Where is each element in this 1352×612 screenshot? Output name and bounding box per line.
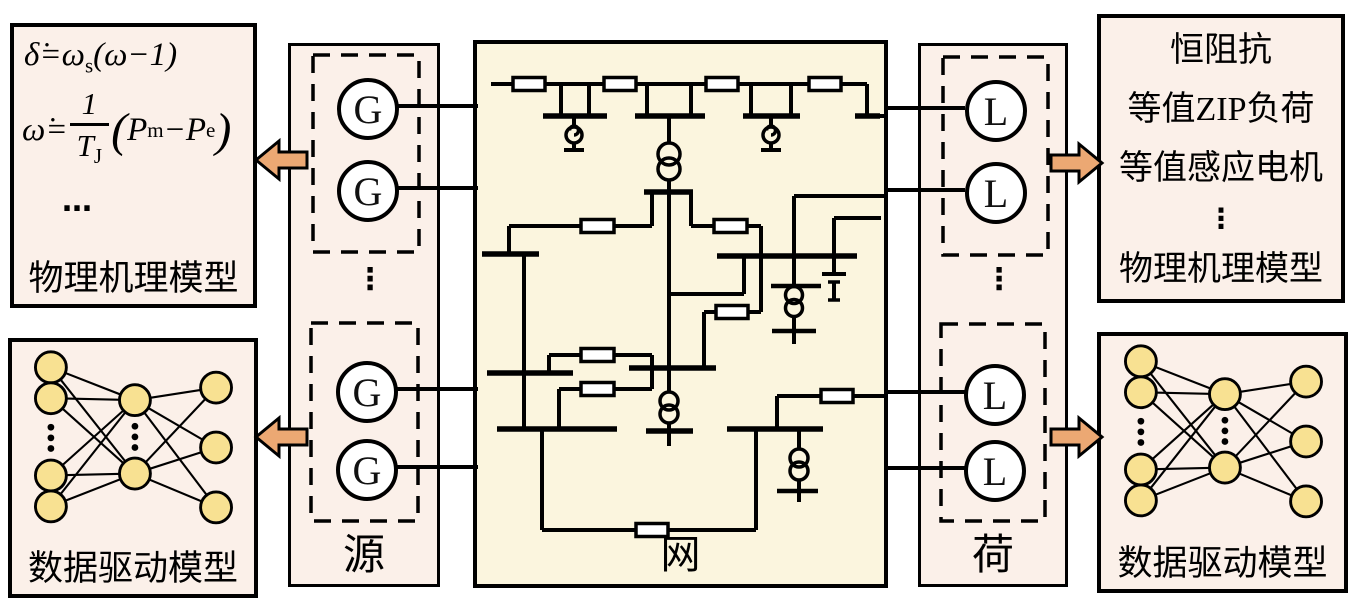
vertical-ellipsis: ⋮ [984,262,1014,297]
load-label: 荷 [971,533,1014,579]
load-letter: L [982,448,1008,494]
load-column: L L L L ⋮ 荷 [918,43,1068,587]
list-ellipsis: ⋮ [1207,202,1235,236]
line-impedance-icon [511,75,855,539]
shunt-reactor-icon [564,124,781,152]
neural-network-icon [34,350,233,525]
neural-network-icon [1123,344,1323,519]
load-tie-line [884,188,965,192]
generator-group-frames [309,53,421,523]
power-grid-single-line-diagram [482,75,884,539]
load-node: L [964,440,1026,502]
generator-letter: G [352,447,382,493]
generator-data-driven-box: 数据驱动模型 [8,338,258,598]
arrow-to-data-driven-model-icon [253,414,309,460]
arrow-to-load-data-driven-model-icon [1049,414,1105,460]
generator-tie-line [394,186,478,190]
load-node: L [965,162,1027,224]
load-letter: L [982,372,1008,418]
arrow-to-physical-model-icon [253,137,309,183]
data-driven-caption: 数据驱动模型 [1117,544,1328,583]
generator-letter: G [353,168,383,214]
equations-ellipsis: … [62,183,98,219]
induction-motor-line: 等值感应电机 [1119,149,1323,187]
generator-node: G [337,160,399,222]
generator-tie-line [393,387,478,391]
generator-tie-line [394,104,478,108]
load-letter: L [983,170,1009,216]
load-tie-line [884,466,965,470]
zip-load-line: 等值ZIP负荷 [1127,90,1315,128]
data-driven-caption: 数据驱动模型 [27,549,238,588]
load-tie-line [884,106,965,110]
generator-tie-line [393,465,478,469]
load-node: L [965,80,1027,142]
bus-bars [482,113,880,434]
swing-equation-1: δ̇=ωs(ω−1) [24,37,178,78]
load-physical-model-box: 恒阻抗 等值ZIP负荷 等值感应电机 ⋮ 物理机理模型 [1097,14,1345,303]
generator-node: G [337,78,399,140]
source-label: 源 [342,533,385,579]
physical-model-caption: 物理机理模型 [1119,251,1323,288]
load-node: L [964,364,1026,426]
load-data-driven-box: 数据驱动模型 [1097,332,1348,593]
capacitor-icon [822,272,846,302]
network-label: 网 [660,532,701,577]
vertical-ellipsis: ⋮ [355,262,385,297]
source-column: G G G G ⋮ 源 [288,43,440,587]
generator-letter: G [353,86,383,132]
generator-node: G [336,439,398,501]
generator-node: G [336,361,398,423]
load-letter: L [983,88,1009,134]
network-box: 网 [473,40,888,588]
load-group-frames [939,55,1050,523]
ground-bars [771,283,821,494]
load-tie-line [884,390,965,394]
generator-letter: G [352,369,382,415]
physical-model-caption: 物理机理模型 [28,259,239,298]
arrow-to-load-physical-model-icon [1049,140,1105,186]
constant-impedance-line: 恒阻抗 [1170,32,1272,69]
